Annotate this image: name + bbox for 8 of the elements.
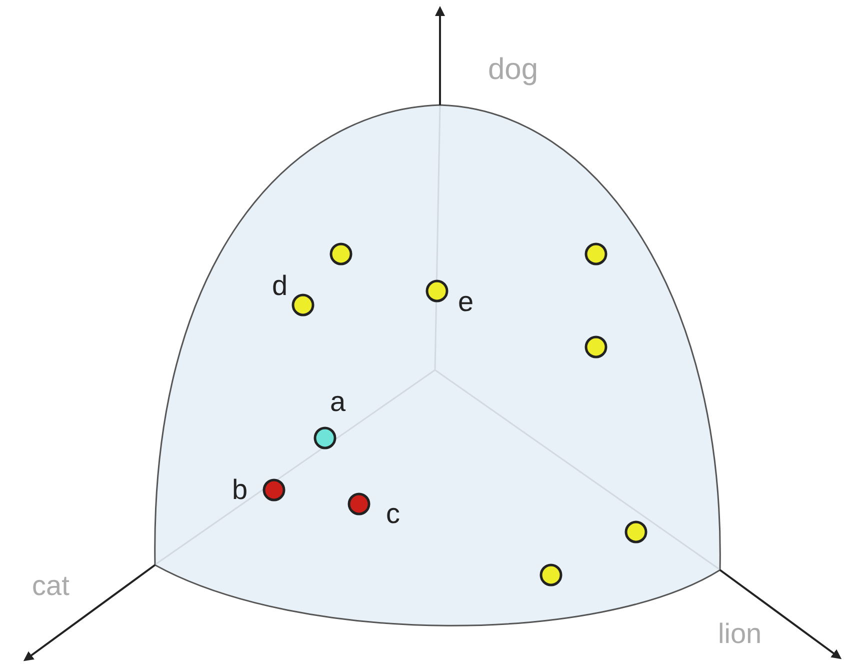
point-label: d xyxy=(272,272,288,300)
point-label: b xyxy=(232,476,248,504)
axis-label: cat xyxy=(32,572,70,600)
axis-label: lion xyxy=(718,620,762,648)
point-label: a xyxy=(330,388,346,416)
axis-label: dog xyxy=(488,55,538,85)
point-label: e xyxy=(458,288,474,316)
point-label: c xyxy=(386,500,400,528)
